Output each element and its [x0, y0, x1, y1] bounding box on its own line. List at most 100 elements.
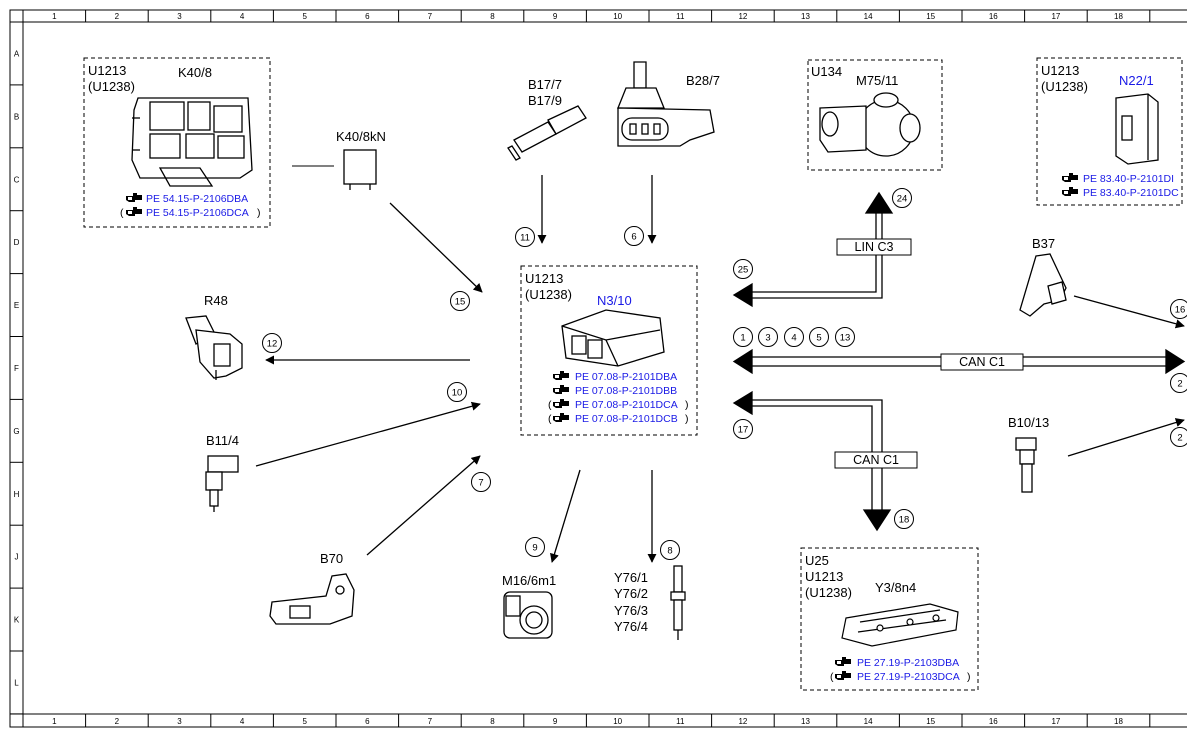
grid-column-label: 3 — [177, 12, 182, 21]
grid-row-label: E — [14, 301, 19, 310]
y3-component[interactable]: U25 U1213 (U1238) Y3/8n4 PE 27.19-P-2103… — [805, 553, 971, 683]
n22-ref1: PE 83.40-P-2101DI — [1083, 173, 1174, 185]
svg-text:7: 7 — [478, 478, 483, 489]
signal-bubble: 25 — [733, 259, 753, 279]
signal-bubble: 10 — [447, 382, 467, 402]
signal-bubble: 6 — [624, 226, 644, 246]
y76-code3: Y76/3 — [614, 603, 648, 618]
grid-column-label: 12 — [738, 717, 747, 726]
grid-column-label: 14 — [864, 12, 873, 21]
k40kn-code: K40/8kN — [336, 129, 386, 144]
can-main-head-right — [1165, 348, 1186, 375]
svg-text:25: 25 — [738, 265, 749, 276]
pressure-sensor-icon — [617, 61, 715, 147]
grid-column-label: 4 — [240, 717, 245, 726]
valve-body-icon — [841, 603, 959, 647]
k40-variant2: (U1238) — [88, 79, 135, 94]
b28-component[interactable]: B28/7 — [617, 61, 720, 147]
relay-icon — [343, 149, 377, 190]
b11-component[interactable]: B11/4 — [205, 433, 239, 512]
n3-box — [520, 265, 698, 436]
n22-ref2: PE 83.40-P-2101DC — [1083, 187, 1179, 199]
n3-paren-close-1: ) — [685, 399, 689, 411]
grid-row-label: F — [14, 364, 19, 373]
k40-ref2: PE 54.15-P-2106DCA — [146, 207, 249, 219]
svg-text:11: 11 — [520, 233, 530, 244]
n3-paren-open-2: ( — [548, 413, 552, 425]
n22-component[interactable]: U1213 (U1238) N22/1 PE 83.40-P-2101DI PE… — [1041, 63, 1179, 199]
n3-ref1: PE 07.08-P-2101DBA — [575, 371, 677, 383]
n3-variant2: (U1238) — [525, 287, 572, 302]
b11-code: B11/4 — [206, 433, 239, 448]
signal-bubble: 1 — [733, 327, 753, 347]
svg-text:CAN C1: CAN C1 — [853, 453, 899, 467]
r48-code: R48 — [204, 293, 228, 308]
k40-component[interactable]: U1213 (U1238) K40/8 PE 54.15-P-2106DBA (… — [88, 63, 261, 219]
n3-ref3: PE 07.08-P-2101DCA — [575, 399, 678, 411]
y3-variant3: (U1238) — [805, 585, 852, 600]
grid-row-label: D — [14, 238, 20, 247]
signal-bubble: 16 — [1170, 299, 1187, 319]
n22-variant2: (U1238) — [1041, 79, 1088, 94]
u134-code: M75/11 — [856, 73, 898, 88]
grid-column-label: 8 — [490, 12, 495, 21]
grid-column-label: 10 — [613, 717, 622, 726]
y76-component[interactable]: Y76/1 Y76/2 Y76/3 Y76/4 — [614, 565, 686, 640]
ecu-icon — [561, 309, 665, 367]
grid-column-label: 9 — [553, 717, 558, 726]
svg-text:4: 4 — [791, 333, 796, 344]
sensor-icon — [507, 105, 587, 161]
arrow-b11-n3 — [255, 401, 481, 467]
b37-component[interactable]: B37 — [1019, 236, 1067, 317]
grid-row-label: B — [14, 112, 19, 121]
k40kn-component[interactable]: K40/8kN — [292, 129, 386, 190]
u134-box — [807, 59, 943, 171]
r48-component[interactable]: R48 — [185, 293, 243, 380]
b17-component[interactable]: B17/7 B17/9 — [507, 77, 587, 161]
grid-column-label: 2 — [115, 12, 120, 21]
svg-text:1: 1 — [740, 333, 745, 344]
signal-bubble: 2 — [1170, 373, 1187, 393]
n3-variant1: U1213 — [525, 271, 563, 286]
y3-paren-open: ( — [830, 671, 834, 683]
m16-component[interactable]: M16/6m1 — [502, 573, 556, 639]
svg-text:10: 10 — [452, 388, 463, 399]
signal-bubble: 17 — [733, 419, 753, 439]
y3-code: Y3/8n4 — [875, 580, 916, 595]
grid-row-label: K — [14, 616, 20, 625]
grid-column-label: 13 — [801, 12, 810, 21]
b70-component[interactable]: B70 — [269, 551, 355, 625]
grid-column-label: 4 — [240, 12, 245, 21]
grid-column-label: 12 — [738, 12, 747, 21]
grid-row-label: L — [14, 678, 19, 687]
can-lower-line — [752, 399, 883, 510]
grid-column-label: 16 — [989, 12, 998, 21]
grid-column-label: 6 — [365, 717, 370, 726]
grid-row-label: J — [15, 553, 19, 562]
signal-bubble: 24 — [892, 188, 912, 208]
arrow-b37-bus — [1073, 295, 1185, 329]
y3-paren-close: ) — [967, 671, 971, 683]
grid-column-label: 17 — [1051, 717, 1060, 726]
can-main-label: CAN C1 — [940, 353, 1024, 371]
grid-column-label: 1 — [52, 717, 57, 726]
can-lower-head-down — [862, 509, 892, 532]
signal-bubble: 11 — [515, 227, 535, 247]
b10-component[interactable]: B10/13 — [1008, 415, 1049, 493]
svg-text:9: 9 — [532, 543, 537, 554]
y3-variant2: U1213 — [805, 569, 843, 584]
k40-ref1: PE 54.15-P-2106DBA — [146, 193, 248, 205]
k40-paren-open: ( — [120, 207, 124, 219]
n3-component[interactable]: U1213 (U1238) N3/10 PE 07.08-P-2101DBA P… — [525, 271, 689, 425]
u134-component[interactable]: U134 M75/11 — [811, 64, 921, 157]
svg-text:18: 18 — [899, 515, 910, 526]
grid-row-label: G — [13, 427, 19, 436]
svg-text:5: 5 — [816, 333, 821, 344]
y76-code1: Y76/1 — [614, 570, 648, 585]
sensor-icon — [1015, 437, 1037, 493]
arrow-k40kn-n3 — [389, 202, 483, 293]
svg-text:6: 6 — [631, 232, 636, 243]
svg-text:15: 15 — [455, 297, 466, 308]
